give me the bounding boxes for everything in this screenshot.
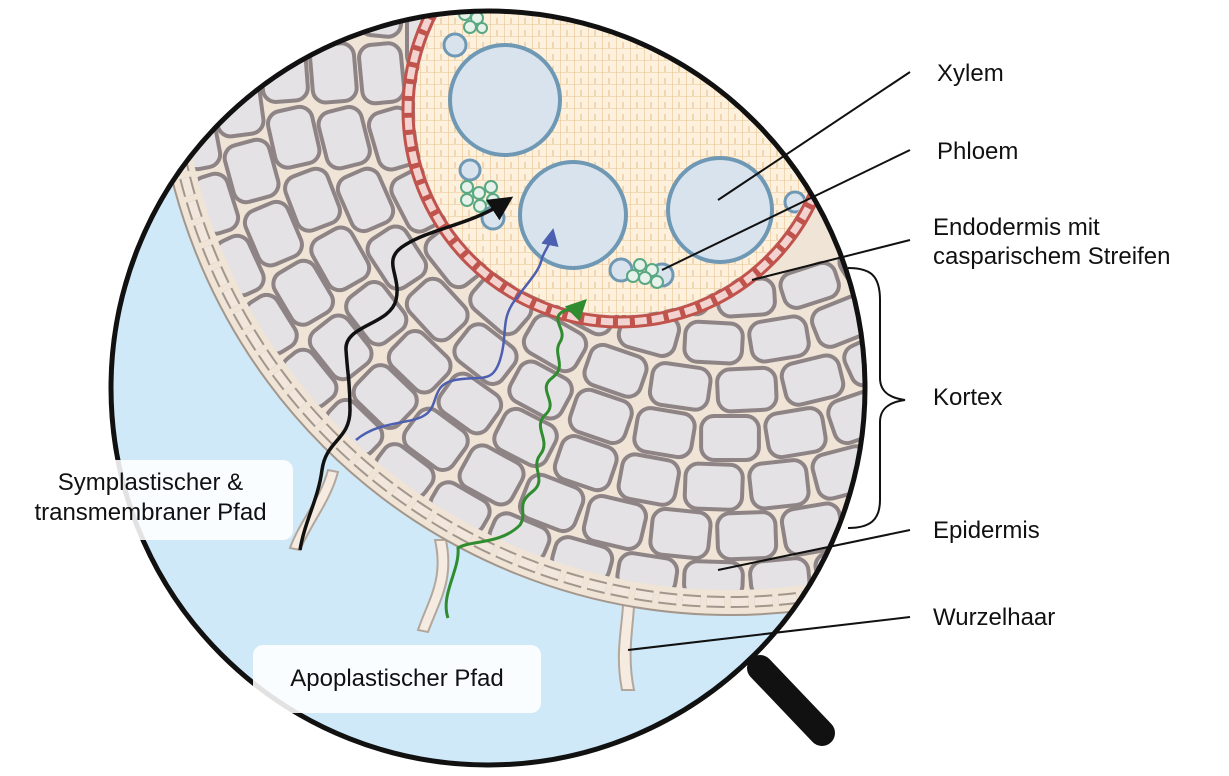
cortex-cell [309,0,358,38]
cortex-cell [717,512,777,560]
cortex-cell [649,508,712,560]
cortex-cell [358,42,405,104]
cortex-cell [701,416,759,460]
xylem-vessel-small [444,34,466,56]
cortex-cell [171,43,211,104]
cortex-cell [747,315,810,364]
symplastic-path-label-line1: Symplastischer & [8,468,293,498]
cortex-cell [717,367,778,412]
cortex-cell [176,107,222,171]
magnifier-handle [760,668,822,733]
cortex-cell [260,0,309,38]
cortex-cell [763,406,827,459]
apoplastic-path-label: Apoplastischer Pfad [253,645,541,713]
cortex-cell [684,321,744,364]
xylem-vessel [520,162,626,268]
epidermis-label: Epidermis [933,516,1040,545]
endodermis-label: Endodermis mit casparischem Streifen [933,213,1170,271]
xylem-vessel [450,45,560,155]
endodermis-label-line1: Endodermis mit [933,213,1170,242]
cortex-cell [211,11,257,69]
cortex-cell [171,0,211,37]
symplastic-path-label-line2: transmembraner Pfad [8,498,293,528]
cortex-cell [648,361,712,411]
endodermis-label-line2: casparischem Streifen [933,242,1170,271]
cortex-cell [212,0,265,6]
cortex-cell [684,463,743,510]
cortex-cell [616,452,681,507]
kortex-label: Kortex [933,383,1002,412]
phloem-label: Phloem [937,137,1018,166]
wurzelhaar-label: Wurzelhaar [933,603,1055,632]
symplastic-path-label: Symplastischer & transmembraner Pfad [8,460,293,540]
xylem-vessel-small [460,160,480,180]
cortex-cell [748,459,810,510]
cortex-cell [408,0,459,7]
cortex-cell [632,406,696,459]
xylem-label: Xylem [937,59,1004,88]
